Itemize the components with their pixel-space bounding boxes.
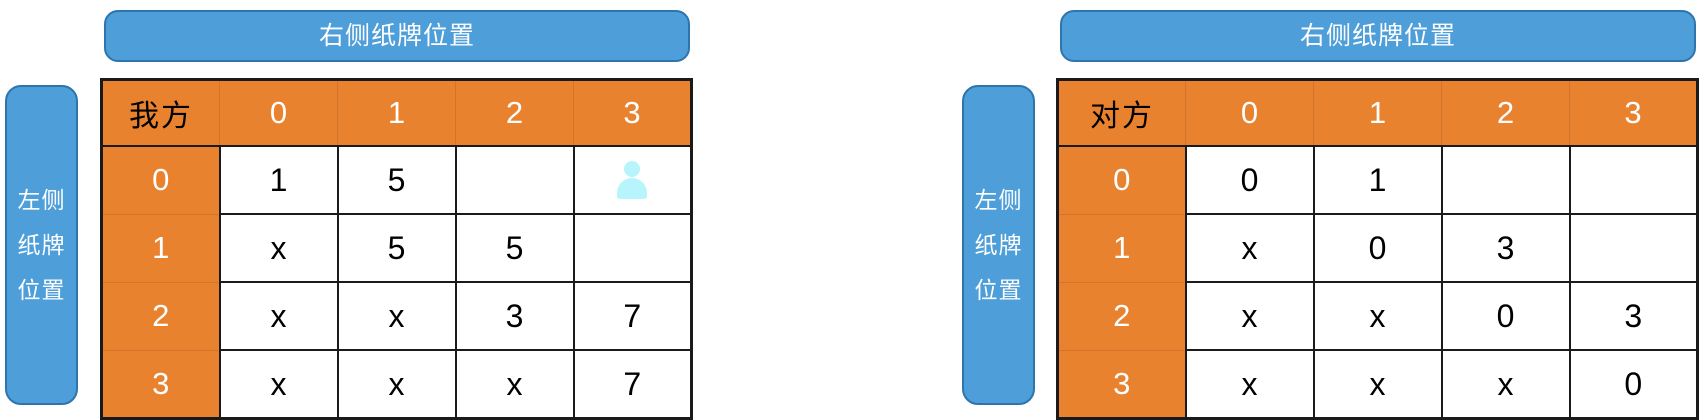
matrix-cell-0-3[interactable] <box>572 145 693 215</box>
side-axis-label-left: 左侧 纸牌 位置 <box>5 85 78 405</box>
side-axis-label-line-1: 左侧 <box>974 186 1023 213</box>
top-axis-label-right: 右侧纸牌位置 <box>1060 10 1696 62</box>
person-token <box>576 148 690 212</box>
matrix-cell-1-1[interactable]: 0 <box>1312 213 1443 283</box>
row-header-2: 2 <box>1056 281 1186 351</box>
matrix-cell-0-2[interactable] <box>454 145 575 215</box>
table-row: 0 1 5 <box>100 145 693 215</box>
matrix-cell-2-1[interactable]: x <box>336 281 457 351</box>
matrix-cell-0-1[interactable]: 1 <box>1312 145 1443 215</box>
matrix-cell-1-1[interactable]: 5 <box>336 213 457 283</box>
matrix-cell-0-1[interactable]: 5 <box>336 145 457 215</box>
table-row: 0 0 1 <box>1056 145 1699 215</box>
person-icon-body <box>617 178 648 199</box>
person-icon <box>617 161 648 199</box>
payoff-matrix-left: 我方 0 1 2 3 0 1 5 <box>100 78 693 420</box>
side-axis-label-line-2: 纸牌 <box>17 231 66 258</box>
row-header-1: 1 <box>100 213 220 283</box>
column-header-2: 2 <box>455 79 574 147</box>
matrix-cell-2-1[interactable]: x <box>1312 281 1443 351</box>
table-row: 1 x 5 5 <box>100 213 693 283</box>
row-header-3: 3 <box>100 349 220 420</box>
matrix-panel-left: 右侧纸牌位置 左侧 纸牌 位置 我方 0 1 2 3 0 1 5 <box>0 0 712 420</box>
table-row: 2 x x 3 7 <box>100 281 693 351</box>
side-axis-label-line-3: 位置 <box>974 276 1023 303</box>
matrix-cell-1-3[interactable] <box>572 213 693 283</box>
matrix-cell-2-0[interactable]: x <box>1184 281 1315 351</box>
table-row: 3 x x x 0 <box>1056 349 1699 420</box>
matrix-cell-0-0[interactable]: 0 <box>1184 145 1315 215</box>
matrix-cell-0-2[interactable] <box>1440 145 1571 215</box>
matrix-cell-2-3[interactable]: 3 <box>1568 281 1699 351</box>
column-header-0: 0 <box>1185 79 1314 147</box>
matrix-cell-3-1[interactable]: x <box>336 349 457 420</box>
column-header-3: 3 <box>573 79 692 147</box>
matrix-cell-1-3[interactable] <box>1568 213 1699 283</box>
matrix-cell-3-2[interactable]: x <box>1440 349 1571 420</box>
side-axis-label-line-1: 左侧 <box>17 186 66 213</box>
table-row: 2 x x 0 3 <box>1056 281 1699 351</box>
matrix-cell-1-2[interactable]: 3 <box>1440 213 1571 283</box>
side-axis-label-line-2: 纸牌 <box>974 231 1023 258</box>
matrix-cell-3-3[interactable]: 0 <box>1568 349 1699 420</box>
row-header-2: 2 <box>100 281 220 351</box>
table-row: 1 x 0 3 <box>1056 213 1699 283</box>
matrix-cell-3-3[interactable]: 7 <box>572 349 693 420</box>
matrix-cell-2-2[interactable]: 0 <box>1440 281 1571 351</box>
matrix-cell-2-3[interactable]: 7 <box>572 281 693 351</box>
matrix-cell-3-1[interactable]: x <box>1312 349 1443 420</box>
matrix-cell-2-2[interactable]: 3 <box>454 281 575 351</box>
column-header-0: 0 <box>219 79 338 147</box>
row-header-3: 3 <box>1056 349 1186 420</box>
matrix-cell-0-3[interactable] <box>1568 145 1699 215</box>
person-icon-head <box>624 161 641 177</box>
matrix-corner-label: 我方 <box>101 79 220 147</box>
matrix-panel-right: 右侧纸牌位置 左侧 纸牌 位置 对方 0 1 2 3 0 0 1 <box>856 0 1706 420</box>
matrix-cell-3-2[interactable]: x <box>454 349 575 420</box>
column-header-3: 3 <box>1569 79 1698 147</box>
row-header-0: 0 <box>100 145 220 215</box>
row-header-1: 1 <box>1056 213 1186 283</box>
matrix-header-row: 对方 0 1 2 3 <box>1057 79 1698 147</box>
column-header-2: 2 <box>1441 79 1570 147</box>
table-row: 3 x x x 7 <box>100 349 693 420</box>
matrix-cell-2-0[interactable]: x <box>218 281 339 351</box>
matrix-cell-1-2[interactable]: 5 <box>454 213 575 283</box>
column-header-1: 1 <box>1313 79 1442 147</box>
payoff-matrix-right: 对方 0 1 2 3 0 0 1 1 x 0 3 2 <box>1056 78 1699 420</box>
matrix-cell-1-0[interactable]: x <box>1184 213 1315 283</box>
matrix-cell-3-0[interactable]: x <box>1184 349 1315 420</box>
row-header-0: 0 <box>1056 145 1186 215</box>
matrix-corner-label: 对方 <box>1057 79 1186 147</box>
column-header-1: 1 <box>337 79 456 147</box>
matrix-cell-3-0[interactable]: x <box>218 349 339 420</box>
matrix-header-row: 我方 0 1 2 3 <box>101 79 692 147</box>
side-axis-label-right: 左侧 纸牌 位置 <box>962 85 1035 405</box>
top-axis-label-left: 右侧纸牌位置 <box>104 10 690 62</box>
matrix-cell-0-0[interactable]: 1 <box>218 145 339 215</box>
side-axis-label-line-3: 位置 <box>17 276 66 303</box>
matrix-cell-1-0[interactable]: x <box>218 213 339 283</box>
